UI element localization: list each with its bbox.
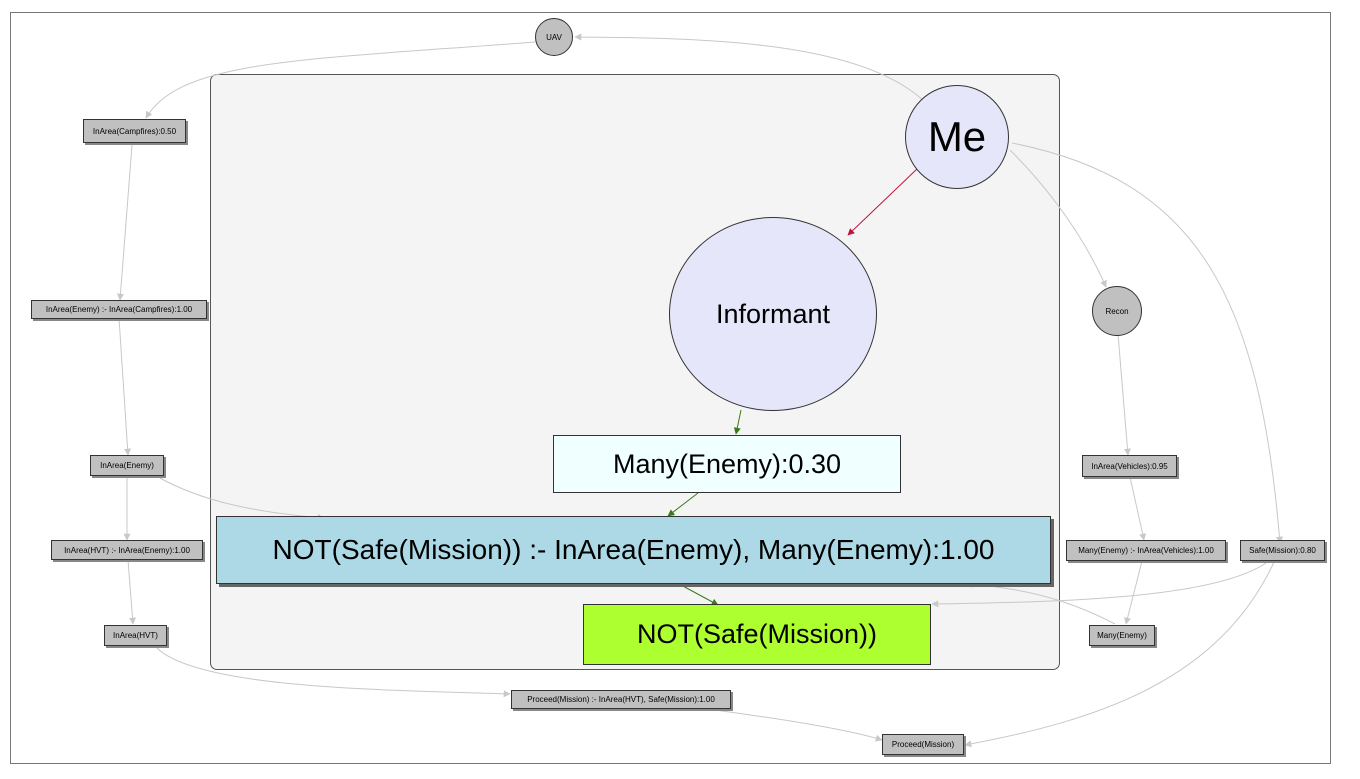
recon-node: Recon <box>1092 286 1142 336</box>
not-safe-label: NOT(Safe(Mission)) <box>636 619 878 649</box>
me-node: Me <box>905 85 1009 189</box>
inarea-vehicles-node: InArea(Vehicles):0.95 <box>1082 455 1177 477</box>
many-enemy-node: Many(Enemy) <box>1089 625 1155 646</box>
many-enemy-fact-node: Many(Enemy):0.30 <box>553 435 901 493</box>
rule-enemy-campfires-node: InArea(Enemy) :- InArea(Campfires):1.00 <box>31 300 207 319</box>
inarea-campfires-node: InArea(Campfires):0.50 <box>83 119 186 143</box>
rule-proceed-node: Proceed(Mission) :- InArea(HVT), Safe(Mi… <box>511 690 731 709</box>
proceed-node: Proceed(Mission) <box>882 734 964 755</box>
proceed-label: Proceed(Mission) <box>891 740 955 749</box>
rule-hvt-enemy-label: InArea(HVT) :- InArea(Enemy):1.00 <box>64 545 190 555</box>
rule-many-vehicles-label: Many(Enemy) :- InArea(Vehicles):1.00 <box>1078 546 1214 555</box>
informant-label: Informant <box>715 298 831 329</box>
inarea-hvt-label: InArea(HVT) <box>113 631 158 640</box>
inarea-hvt-node: InArea(HVT) <box>104 625 167 646</box>
inarea-enemy-label: InArea(Enemy) <box>100 461 154 470</box>
inarea-campfires-label: InArea(Campfires):0.50 <box>92 126 177 136</box>
not-safe-rule-node: NOT(Safe(Mission)) :- InArea(Enemy), Man… <box>216 516 1051 584</box>
safe-mission-label: Safe(Mission):0.80 <box>1249 546 1316 555</box>
recon-label: Recon <box>1105 306 1129 316</box>
not-safe-node: NOT(Safe(Mission)) <box>583 604 931 665</box>
safe-mission-node: Safe(Mission):0.80 <box>1240 540 1325 561</box>
me-label: Me <box>927 113 987 160</box>
informant-node: Informant <box>669 217 877 411</box>
not-safe-rule-label: NOT(Safe(Mission)) :- InArea(Enemy), Man… <box>272 534 995 565</box>
uav-label: UAV <box>546 32 562 42</box>
inarea-vehicles-label: InArea(Vehicles):0.95 <box>1091 461 1168 471</box>
rule-enemy-campfires-label: InArea(Enemy) :- InArea(Campfires):1.00 <box>45 305 193 314</box>
rule-many-vehicles-node: Many(Enemy) :- InArea(Vehicles):1.00 <box>1066 540 1226 561</box>
uav-node: UAV <box>535 18 573 56</box>
rule-hvt-enemy-node: InArea(HVT) :- InArea(Enemy):1.00 <box>51 540 203 560</box>
many-enemy-label: Many(Enemy) <box>1097 631 1147 640</box>
inarea-enemy-node: InArea(Enemy) <box>90 455 164 476</box>
rule-proceed-label: Proceed(Mission) :- InArea(HVT), Safe(Mi… <box>527 695 715 704</box>
many-enemy-fact-label: Many(Enemy):0.30 <box>612 448 842 479</box>
